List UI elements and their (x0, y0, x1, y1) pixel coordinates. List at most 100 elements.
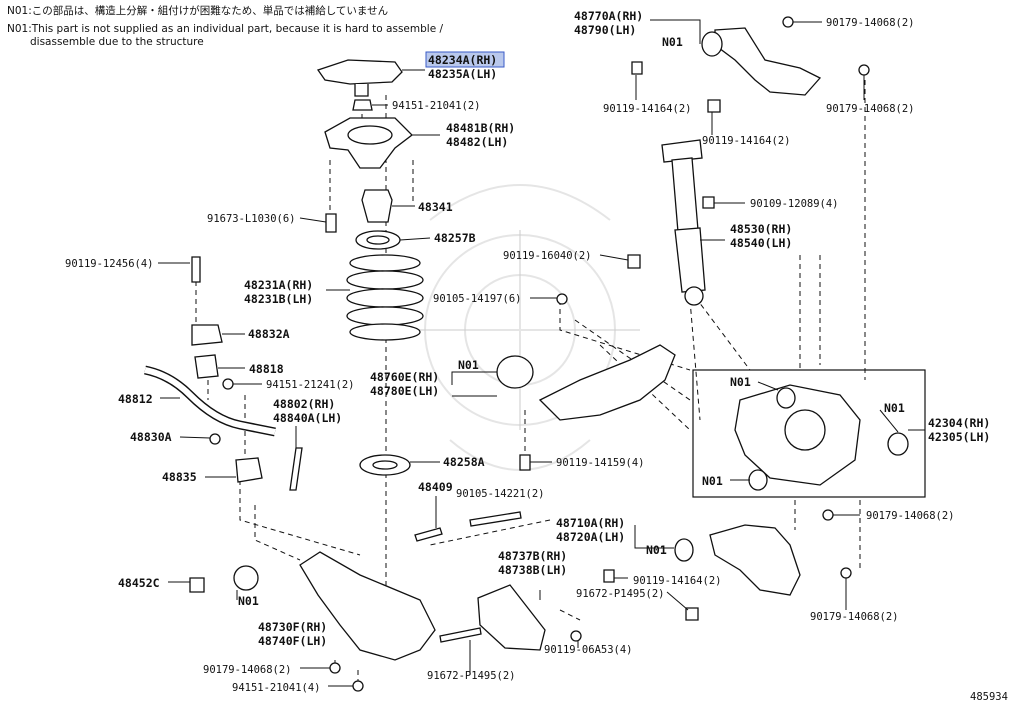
label-48257b[interactable]: 48257B (434, 231, 476, 245)
label-90119-14164-a[interactable]: 90119-14164(2) (603, 103, 692, 115)
label-48760e[interactable]: 48760E(RH) (370, 370, 439, 384)
label-48234a[interactable]: 48234A(RH) (428, 53, 497, 67)
label-48710a[interactable]: 48710A(RH) (556, 516, 625, 530)
stabilizer-bracket (191, 324, 223, 346)
watermark-logo (400, 184, 640, 471)
bolt-90105-14221 (469, 511, 522, 527)
label-91672-right[interactable]: 91672-P1495(2) (576, 588, 665, 600)
link-bracket (235, 457, 263, 483)
upper-arm-48770 (714, 27, 822, 96)
bushing-n01-48710 (674, 538, 694, 562)
nut-90179-right-2 (840, 567, 852, 579)
nut-94151-top (352, 99, 373, 111)
label-48840a[interactable]: 48840A(LH) (273, 411, 342, 425)
nut-90119-06a53 (570, 630, 582, 642)
lower-arm-bracket (477, 584, 546, 651)
stabilizer-link (289, 447, 303, 491)
label-48770a[interactable]: 48770A(RH) (574, 9, 643, 23)
label-48481b[interactable]: 48481B(RH) (446, 121, 515, 135)
label-48832a[interactable]: 48832A (248, 327, 290, 341)
bump-stopper (361, 189, 393, 223)
label-90105-14221[interactable]: 90105-14221(2) (456, 488, 545, 500)
label-90119-06a53[interactable]: 90119-06A53(4) (544, 644, 633, 656)
label-90179-bottom[interactable]: 90179-14068(2) (203, 664, 292, 676)
bolt-90119-14164-b (707, 99, 721, 113)
label-48530[interactable]: 48530(RH) (730, 222, 792, 236)
knuckle-bushing-n01-right (887, 432, 909, 456)
upper-support-ring (347, 125, 393, 145)
label-48720a[interactable]: 48720A(LH) (556, 530, 625, 544)
label-n01-trailing[interactable]: N01 (458, 358, 479, 372)
label-48812[interactable]: 48812 (118, 392, 153, 406)
label-90119-14164-c[interactable]: 90119-14164(2) (633, 575, 722, 587)
label-n01-48710[interactable]: N01 (646, 543, 667, 557)
label-90119-14159[interactable]: 90119-14159(4) (556, 457, 645, 469)
label-90179-top-right[interactable]: 90179-14068(2) (826, 103, 915, 115)
label-48790[interactable]: 48790(LH) (574, 23, 636, 37)
leader-lines (158, 19, 925, 687)
label-90119-14164-b[interactable]: 90119-14164(2) (702, 135, 791, 147)
bolt-90119-16040 (627, 254, 641, 269)
label-48780e[interactable]: 48780E(LH) (370, 384, 439, 398)
shock-lower-eye (684, 286, 704, 306)
label-90119-16040[interactable]: 90119-16040(2) (503, 250, 592, 262)
label-n01-knuckle-top[interactable]: N01 (730, 375, 751, 389)
lower-insulator-hole (372, 460, 398, 470)
label-90105-14197[interactable]: 90105-14197(6) (433, 293, 522, 305)
label-94151-top[interactable]: 94151-21041(2) (392, 100, 481, 112)
label-n01-lower[interactable]: N01 (238, 594, 259, 608)
label-90179-right-2[interactable]: 90179-14068(2) (810, 611, 899, 623)
shock-body-lower (674, 227, 706, 293)
note-en-line2: disassemble due to the structure (30, 36, 204, 48)
label-48341[interactable]: 48341 (418, 200, 453, 214)
bolt-90119-14164-c (603, 569, 615, 583)
nut-94151-bottom (352, 680, 364, 692)
label-48730f[interactable]: 48730F(RH) (258, 620, 327, 634)
label-42305[interactable]: 42305(LH) (928, 430, 990, 444)
label-n01-upper[interactable]: N01 (662, 35, 683, 49)
label-48231b[interactable]: 48231B(LH) (244, 292, 313, 306)
shock-body-upper (671, 157, 699, 233)
label-90119-12456[interactable]: 90119-12456(4) (65, 258, 154, 270)
shock-top-mount (661, 139, 703, 163)
label-91673[interactable]: 91673-L1030(6) (207, 213, 296, 225)
label-48231a[interactable]: 48231A(RH) (244, 278, 313, 292)
label-n01-knuckle-bottom[interactable]: N01 (702, 474, 723, 488)
part-labels: 48234A(RH) 48235A(LH) 94151-21041(2) 484… (65, 9, 1008, 703)
nut-90179-bottom (329, 662, 341, 674)
nut-90179-top (782, 16, 794, 28)
note-jp: N01:この部品は、構造上分解・組付けが困難なため、単品では補給していません (7, 5, 389, 17)
coil-spring (346, 254, 424, 341)
diagram-id: 485934 (970, 691, 1008, 703)
label-48738b[interactable]: 48738B(LH) (498, 563, 567, 577)
label-48258a[interactable]: 48258A (443, 455, 485, 469)
label-48835[interactable]: 48835 (162, 470, 197, 484)
label-94151-bottom[interactable]: 94151-21041(4) (232, 682, 321, 694)
label-48830a[interactable]: 48830A (130, 430, 172, 444)
label-48452c[interactable]: 48452C (118, 576, 160, 590)
knuckle-bushing-n01-bottom (748, 469, 768, 491)
label-48235a[interactable]: 48235A(LH) (428, 67, 497, 81)
label-90179-top[interactable]: 90179-14068(2) (826, 17, 915, 29)
bolt-91672-bottom (439, 627, 482, 643)
bushing-n01-trailing (496, 355, 534, 389)
label-48482[interactable]: 48482(LH) (446, 135, 508, 149)
label-90179-right-1[interactable]: 90179-14068(2) (866, 510, 955, 522)
knuckle-bushing-n01-top (776, 387, 796, 409)
label-48818[interactable]: 48818 (249, 362, 284, 376)
bushing-48452c (189, 577, 205, 593)
label-90109-12089[interactable]: 90109-12089(4) (750, 198, 839, 210)
label-48802[interactable]: 48802(RH) (273, 397, 335, 411)
label-48409[interactable]: 48409 (418, 480, 453, 494)
bushing-n01-lower (233, 565, 259, 591)
label-48740f[interactable]: 48740F(LH) (258, 634, 327, 648)
label-n01-knuckle-right[interactable]: N01 (884, 401, 905, 415)
bolt-90119-14159 (519, 454, 531, 471)
bolt-90119-12456 (191, 256, 201, 283)
label-42304[interactable]: 42304(RH) (928, 416, 990, 430)
label-48540[interactable]: 48540(LH) (730, 236, 792, 250)
label-94151-mid[interactable]: 94151-21241(2) (266, 379, 355, 391)
label-91672-bottom[interactable]: 91672-P1495(2) (427, 670, 516, 682)
label-48737b[interactable]: 48737B(RH) (498, 549, 567, 563)
